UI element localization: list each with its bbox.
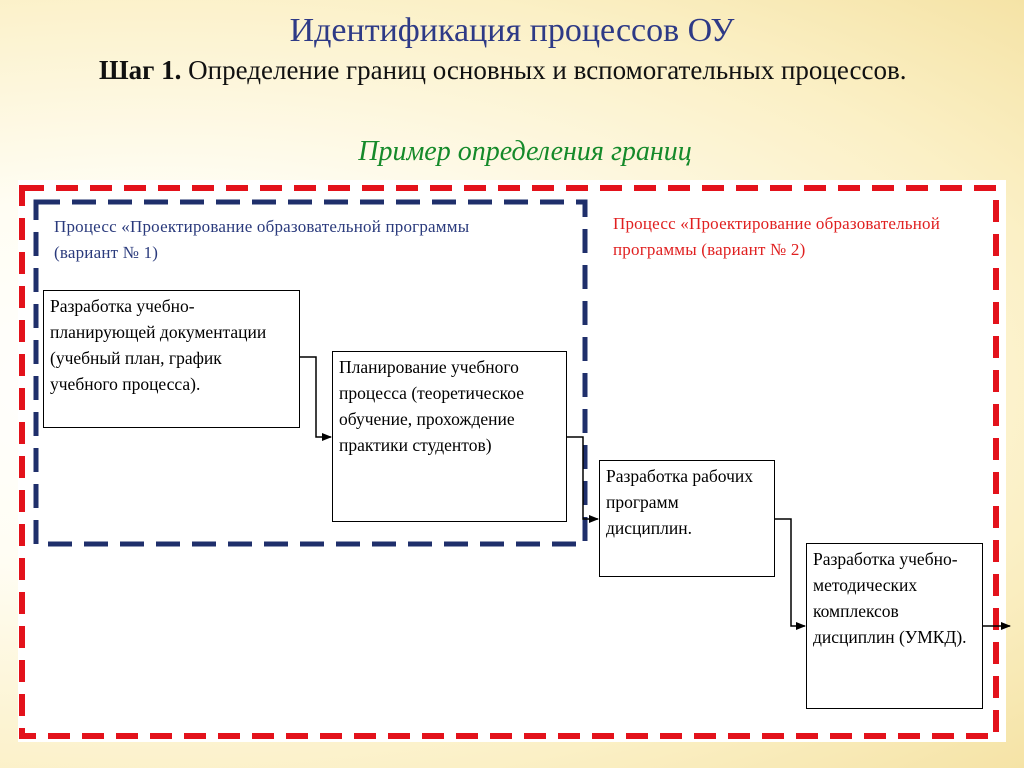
arrow-step2-to-step3 bbox=[567, 436, 599, 523]
step-number: Шаг 1. bbox=[99, 55, 182, 85]
step-box-work-programs: Разработка рабочих программ дисциплин. bbox=[599, 460, 775, 577]
arrow-step1-to-step2 bbox=[300, 356, 332, 441]
arrow-step3-to-step4 bbox=[775, 518, 806, 630]
variant-1-boundary bbox=[33, 199, 588, 547]
step-description: Шаг 1. Определение границ основных и всп… bbox=[75, 50, 975, 90]
process-variant-1-label: Процесс «Проектирование образовательной … bbox=[54, 217, 470, 262]
step-box-planning: Планирование учебного процесса (теоретич… bbox=[332, 351, 567, 522]
step-text: Определение границ основных и вспомогате… bbox=[188, 55, 907, 85]
process-variant-2-label: Процесс «Проектирование образовательной … bbox=[613, 214, 941, 259]
example-caption: Пример определения границ bbox=[358, 136, 692, 167]
variant-2-boundary bbox=[19, 185, 999, 739]
step-box-umkd: Разработка учебно-методических комплексо… bbox=[806, 543, 983, 709]
slide-title: Идентификация процессов ОУ bbox=[289, 12, 735, 49]
step-box-curriculum-docs: Разработка учебно-планирующей документац… bbox=[43, 290, 300, 428]
